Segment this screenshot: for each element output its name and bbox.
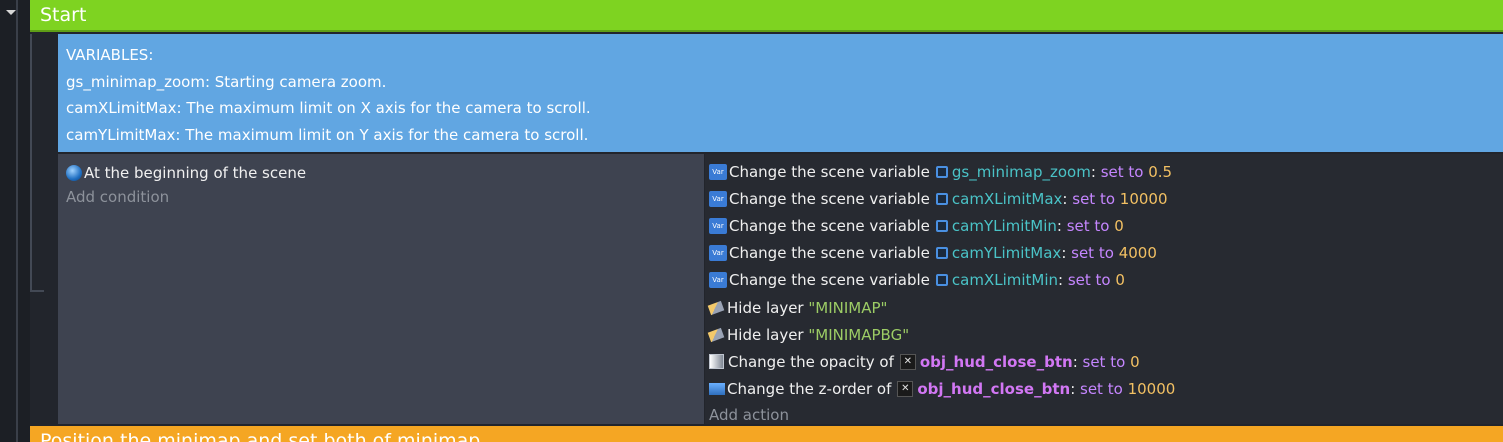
action-item[interactable]: Var Change the scene variable camYLimitM…: [709, 212, 1503, 239]
group-title: Start: [40, 4, 87, 26]
value: 0.5: [1148, 162, 1173, 181]
comment-line: camYLimitMax: The maximum limit on Y axi…: [66, 125, 589, 144]
action-prefix: Change the scene variable: [729, 162, 930, 181]
operation: set to: [1066, 216, 1110, 235]
operation: set to: [1082, 352, 1126, 371]
conditions-panel: At the beginning of the scene Add condit…: [58, 154, 704, 424]
action-item[interactable]: Var Change the scene variable gs_minimap…: [709, 158, 1503, 185]
layer-name: "MINIMAPBG": [808, 325, 910, 344]
operation: set to: [1072, 189, 1116, 208]
value: 0: [1130, 352, 1140, 371]
scene-variable-icon: [935, 247, 948, 260]
operation: set to: [1067, 271, 1111, 290]
value: 10000: [1127, 380, 1176, 399]
value: 4000: [1118, 244, 1157, 263]
variable-name: camYLimitMin: [951, 216, 1057, 235]
actions-panel: Var Change the scene variable gs_minimap…: [705, 154, 1503, 424]
variable-name: camYLimitMax: [951, 244, 1062, 263]
object-icon: ✕: [899, 353, 916, 370]
variable-icon: Var: [709, 272, 727, 289]
gutter-line: [16, 0, 18, 442]
operation: set to: [1100, 162, 1144, 181]
condition-item[interactable]: At the beginning of the scene: [66, 160, 704, 185]
layer-name: "MINIMAP": [808, 298, 888, 317]
value: 10000: [1119, 189, 1168, 208]
variable-icon: Var: [709, 163, 727, 180]
action-item[interactable]: Change the z-order of ✕ obj_hud_close_bt…: [709, 376, 1503, 403]
action-prefix: Change the scene variable: [729, 216, 930, 235]
tree-line: [30, 34, 32, 290]
opacity-icon: [709, 354, 724, 370]
scene-start-icon: [66, 164, 82, 181]
variable-icon: Var: [709, 190, 727, 207]
action-prefix: Change the scene variable: [729, 244, 930, 263]
comment-line: VARIABLES:: [66, 46, 154, 64]
variable-name: camXLimitMin: [951, 271, 1059, 290]
add-condition-button[interactable]: Add condition: [66, 188, 170, 206]
zorder-icon: [709, 383, 725, 396]
variable-icon: Var: [709, 217, 727, 234]
group-title: Position the minimap and set both of min…: [40, 430, 481, 442]
action-prefix: Change the z-order of: [727, 380, 892, 399]
value: 0: [1114, 216, 1124, 235]
collapse-arrow-icon[interactable]: [6, 10, 16, 15]
group-header-next[interactable]: Position the minimap and set both of min…: [30, 426, 1503, 442]
group-header-start[interactable]: Start: [30, 0, 1503, 32]
comment-block[interactable]: VARIABLES: gs_minimap_zoom: Starting cam…: [58, 34, 1503, 152]
action-item[interactable]: Hide layer "MINIMAPBG": [707, 321, 1503, 348]
scene-variable-icon: [935, 192, 948, 205]
action-prefix: Change the scene variable: [729, 189, 930, 208]
object-name: obj_hud_close_btn: [917, 380, 1071, 399]
variable-name: camXLimitMax: [951, 189, 1063, 208]
comment-line: camXLimitMax: The maximum limit on X axi…: [66, 99, 591, 117]
action-item[interactable]: Change the opacity of ✕ obj_hud_close_bt…: [709, 348, 1503, 375]
condition-text: At the beginning of the scene: [84, 163, 307, 182]
operation: set to: [1080, 380, 1123, 399]
object-name: obj_hud_close_btn: [919, 352, 1073, 371]
value: 0: [1115, 271, 1125, 290]
action-prefix: Hide layer: [727, 298, 804, 317]
tree-line-end: [30, 290, 44, 292]
action-prefix: Hide layer: [727, 325, 804, 344]
scene-variable-icon: [935, 165, 948, 178]
event-row: At the beginning of the scene Add condit…: [58, 154, 1503, 424]
layer-icon: [707, 327, 725, 342]
action-prefix: Change the opacity of: [728, 352, 894, 371]
action-item[interactable]: Hide layer "MINIMAP": [707, 294, 1503, 321]
scene-variable-icon: [935, 274, 948, 287]
add-action-button[interactable]: Add action: [709, 405, 789, 424]
scene-variable-icon: [935, 219, 948, 232]
variable-name: gs_minimap_zoom: [951, 162, 1091, 181]
layer-icon: [707, 300, 725, 315]
operation: set to: [1071, 244, 1114, 263]
action-prefix: Change the scene variable: [729, 271, 930, 290]
comment-line: gs_minimap_zoom: Starting camera zoom.: [66, 72, 387, 91]
action-item[interactable]: Var Change the scene variable camYLimitM…: [709, 240, 1503, 267]
object-icon: ✕: [897, 381, 914, 398]
action-item[interactable]: Var Change the scene variable camXLimitM…: [709, 267, 1503, 294]
event-gutter: [0, 0, 30, 442]
action-item[interactable]: Var Change the scene variable camXLimitM…: [709, 185, 1503, 212]
variable-icon: Var: [709, 245, 727, 262]
